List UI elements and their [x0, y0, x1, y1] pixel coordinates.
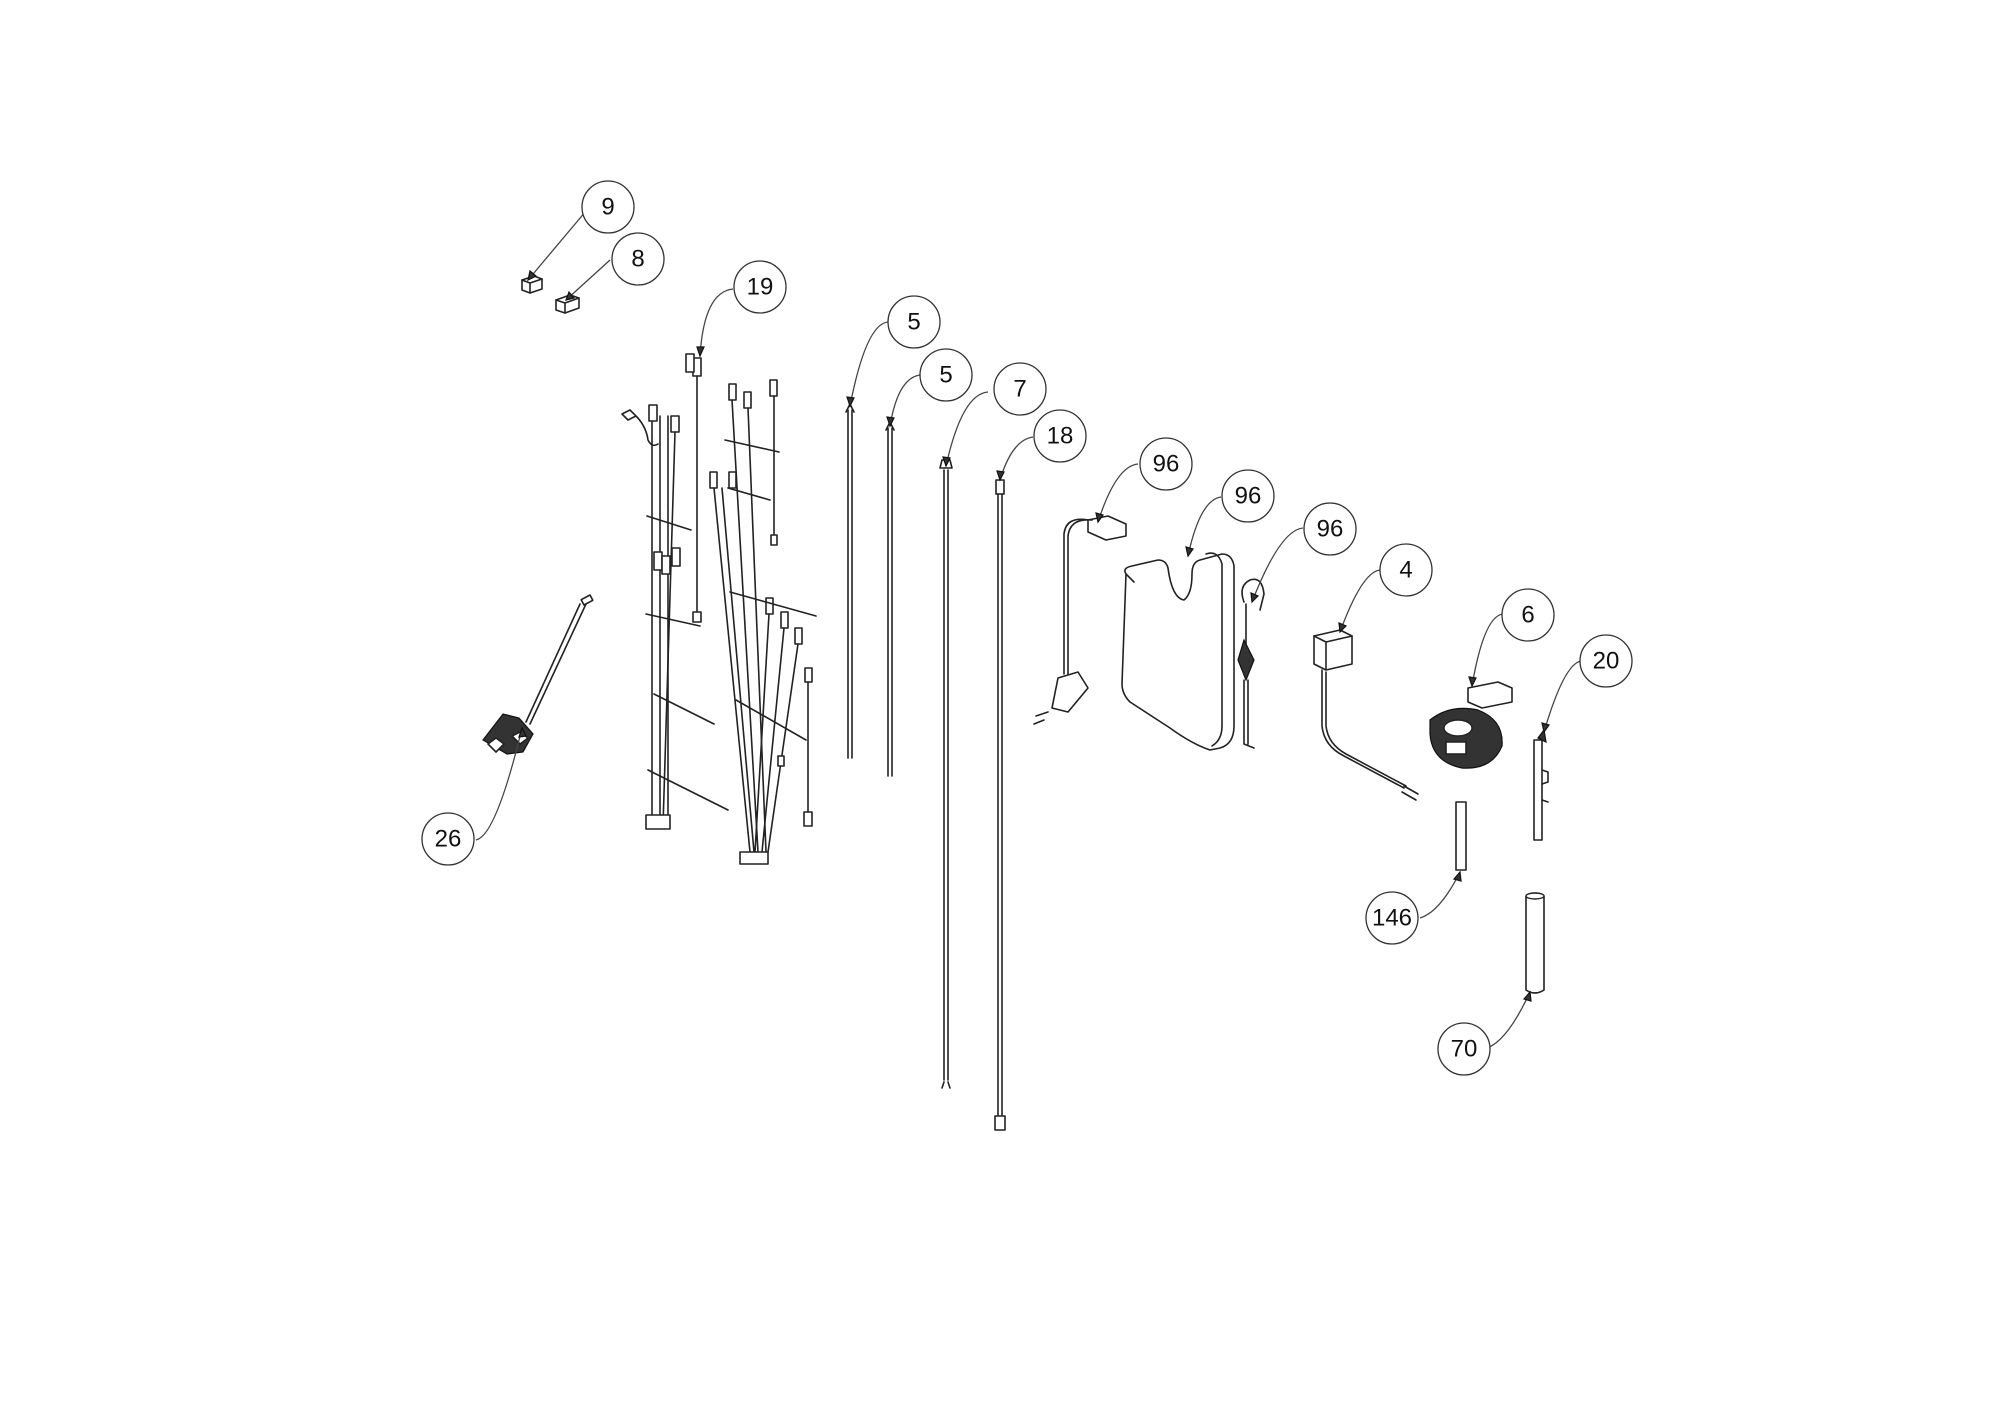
part-19-wiring-harness: [621, 353, 817, 865]
part-26-sensor: [482, 594, 594, 755]
part-6-pressure-switch: [1429, 681, 1513, 769]
part-96-power-cord: [1033, 515, 1127, 725]
balloon-4: 4: [1379, 543, 1433, 597]
balloon-96c-label: 96: [1317, 516, 1344, 543]
balloon-146: 146: [1365, 891, 1419, 945]
balloon-18-label: 18: [1047, 423, 1074, 450]
balloon-5b: 5: [919, 348, 973, 402]
balloon-6: 6: [1501, 588, 1555, 642]
balloon-7-label: 7: [1013, 376, 1026, 403]
balloon-146-label: 146: [1372, 905, 1412, 932]
balloon-18: 18: [1033, 409, 1087, 463]
balloon-70: 70: [1437, 1022, 1491, 1076]
part-4-switch-probe: [1313, 629, 1419, 801]
part-5b-lead: [885, 421, 895, 777]
balloon-6-label: 6: [1521, 602, 1534, 629]
balloon-7: 7: [993, 362, 1047, 416]
balloon-19: 19: [733, 260, 787, 314]
balloon-96b: 96: [1221, 469, 1275, 523]
part-5a-lead: [845, 403, 855, 759]
part-18-lead: [994, 479, 1006, 1131]
balloon-9: 9: [581, 180, 635, 234]
part-70-tube: [1525, 892, 1545, 994]
balloon-8-label: 8: [631, 246, 644, 273]
balloon-8: 8: [611, 232, 665, 286]
balloon-96a: 96: [1139, 437, 1193, 491]
balloon-5b-label: 5: [939, 362, 952, 389]
balloon-20: 20: [1579, 634, 1633, 688]
balloon-19-label: 19: [747, 274, 774, 301]
part-96-hook-spring: [1237, 578, 1265, 749]
leader-arrowheads: [518, 269, 1550, 1002]
balloon-5a-label: 5: [907, 309, 920, 336]
balloon-96b-label: 96: [1235, 483, 1262, 510]
part-7-lead: [939, 459, 953, 1089]
part-146-tube: [1455, 801, 1467, 871]
part-9-connector: [521, 275, 543, 294]
balloon-20-label: 20: [1593, 648, 1620, 675]
balloon-70-label: 70: [1451, 1036, 1478, 1063]
part-96-bag: [1121, 552, 1235, 751]
balloon-26: 26: [421, 812, 475, 866]
balloon-4-label: 4: [1399, 557, 1412, 584]
part-20-rod: [1533, 728, 1549, 841]
balloon-96a-label: 96: [1153, 451, 1180, 478]
balloon-9-label: 9: [601, 194, 614, 221]
balloon-96c: 96: [1303, 502, 1357, 556]
balloon-5a: 5: [887, 295, 941, 349]
balloon-26-label: 26: [435, 826, 462, 853]
